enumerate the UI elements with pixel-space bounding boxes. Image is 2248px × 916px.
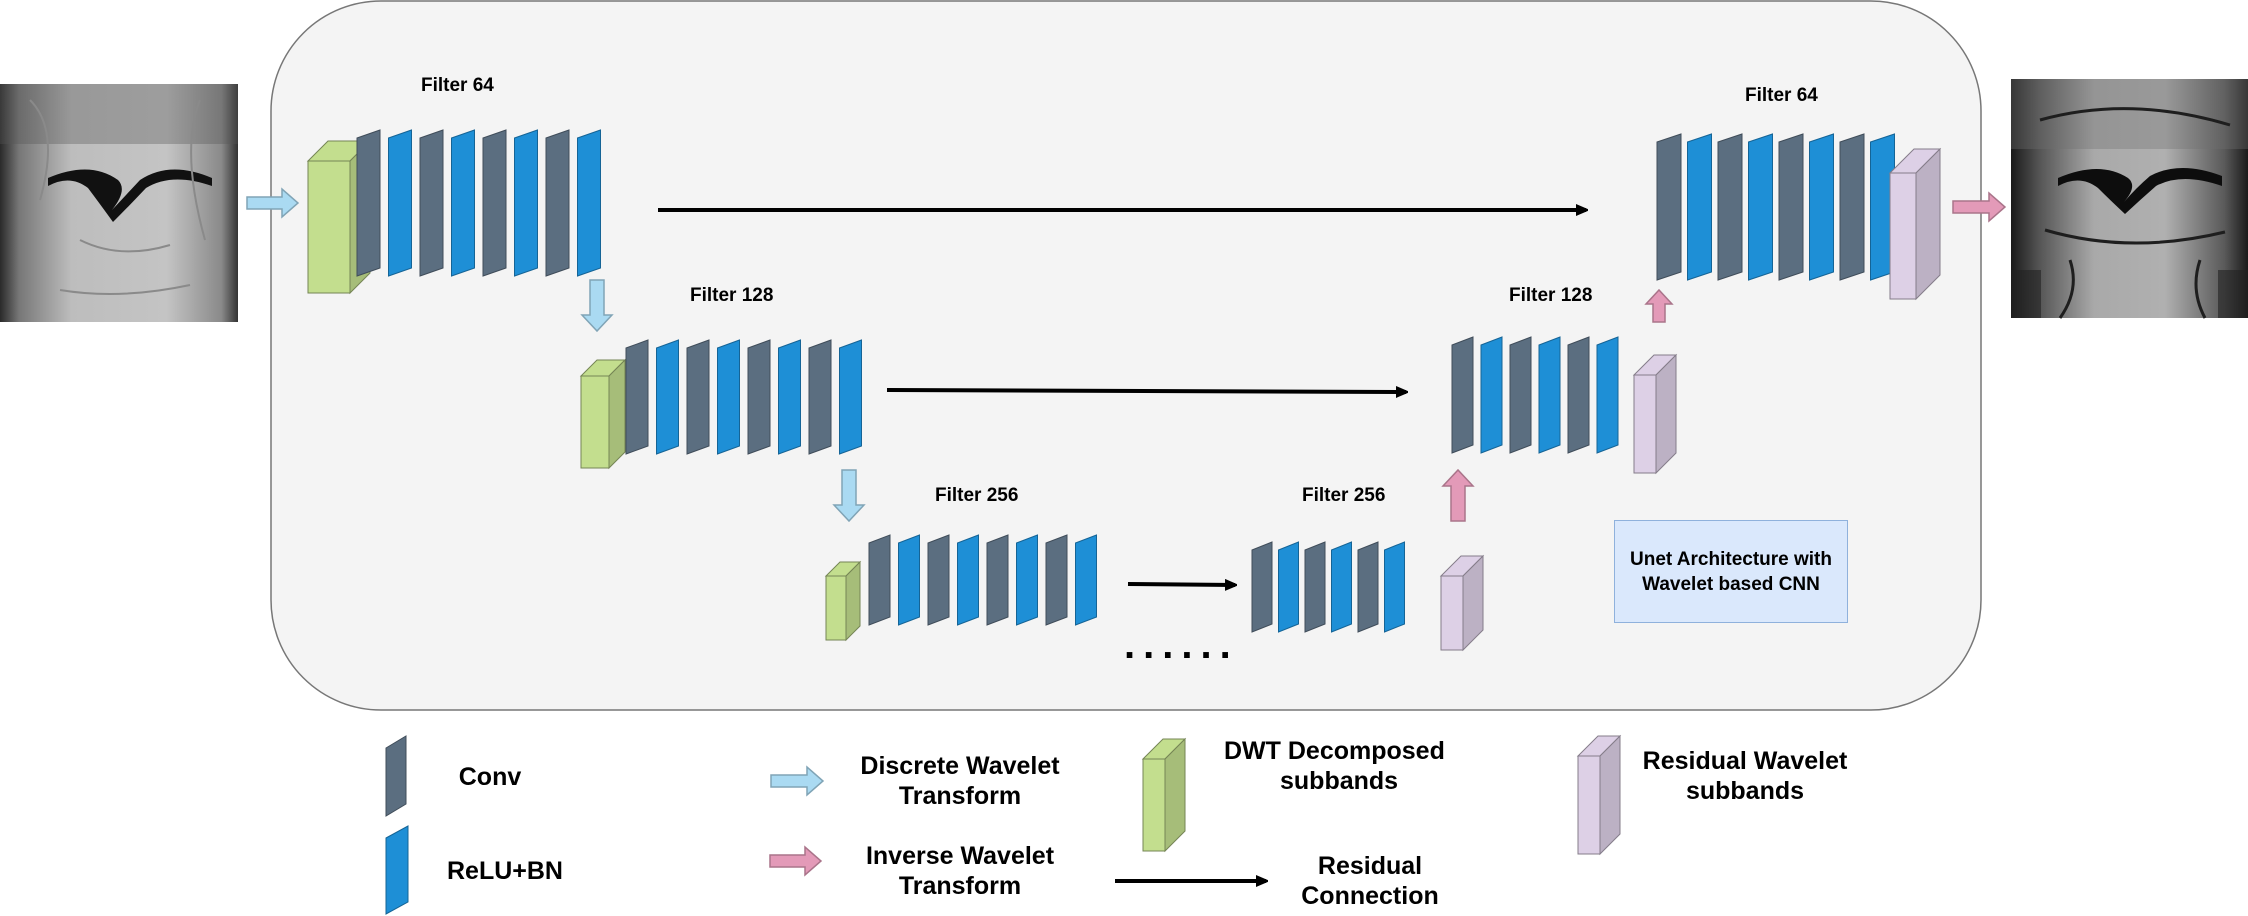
layer-wavelet-arrows bbox=[246, 187, 2007, 877]
enc1-relu-bn-layer-2 bbox=[388, 129, 412, 277]
ellipsis-dots: ...... bbox=[1124, 623, 1239, 667]
dec2-conv-layer-5 bbox=[1567, 336, 1590, 454]
dec1-conv-layer-5 bbox=[1778, 133, 1804, 281]
legend-dwt-subband-icon bbox=[1141, 737, 1187, 853]
legend-dwt-subbands-label: DWT Decomposed subbands bbox=[1190, 736, 1470, 796]
legend-residual-subbands-line1: Residual Wavelet bbox=[1642, 747, 1848, 775]
dwt-down-arrow-level2 bbox=[832, 469, 866, 523]
enc1-conv-layer-3 bbox=[419, 129, 444, 277]
enc2-conv-layer-3 bbox=[686, 339, 710, 455]
enc3-relu-bn-layer-6 bbox=[1016, 534, 1038, 626]
enc3-conv-layer-1 bbox=[868, 534, 891, 626]
legend-dwt-line2: Transform bbox=[898, 782, 1022, 810]
dec1-conv-layer-7 bbox=[1839, 133, 1865, 281]
input-mri-image bbox=[0, 84, 238, 322]
dec3-residual-subband-block bbox=[1439, 554, 1485, 652]
legend-residual-subband-icon bbox=[1576, 734, 1622, 856]
residual-connection-arrow-level3 bbox=[1127, 584, 1235, 585]
network-container bbox=[270, 0, 1982, 711]
legend-dwt-label: Discrete Wavelet Transform bbox=[840, 751, 1080, 811]
dec1-relu-bn-layer-4 bbox=[1748, 133, 1773, 281]
dec3-relu-bn-layer-2 bbox=[1278, 541, 1299, 633]
enc3-conv-layer-3 bbox=[927, 534, 950, 626]
encoder-level1-filter-label: Filter 64 bbox=[421, 75, 494, 96]
dec3-relu-bn-layer-6 bbox=[1384, 541, 1405, 633]
output-mri-image bbox=[2011, 79, 2248, 319]
legend-conv-label: Conv bbox=[458, 763, 522, 791]
dec3-conv-layer-3 bbox=[1304, 541, 1326, 633]
enc2-conv-layer-5 bbox=[747, 339, 771, 455]
residual-connections bbox=[658, 210, 1586, 585]
legend-conv-icon bbox=[385, 735, 407, 817]
enc3-relu-bn-layer-8 bbox=[1075, 534, 1097, 626]
legend-residual-subbands-line2: subbands bbox=[1685, 777, 1805, 805]
enc2-relu-bn-layer-8 bbox=[839, 339, 862, 455]
enc2-relu-bn-layer-6 bbox=[778, 339, 801, 455]
enc1-relu-bn-layer-6 bbox=[514, 129, 538, 277]
enc2-relu-bn-layer-4 bbox=[717, 339, 740, 455]
legend-dwt-subbands-line1: DWT Decomposed bbox=[1224, 737, 1445, 765]
dec1-conv-layer-3 bbox=[1717, 133, 1743, 281]
decoder-level3-filter-label: Filter 256 bbox=[1302, 485, 1386, 506]
architecture-note-line1: Unet Architecture with bbox=[1630, 548, 1832, 570]
legend-dwt-subbands-line2: subbands bbox=[1280, 767, 1399, 795]
enc1-conv-layer-1 bbox=[356, 129, 381, 277]
dec2-residual-subband-block bbox=[1632, 353, 1678, 475]
enc1-conv-layer-5 bbox=[482, 129, 507, 277]
enc2-dwt-subband-block bbox=[579, 358, 627, 470]
layer-blocks bbox=[306, 129, 1942, 915]
iwt-output-arrow bbox=[1952, 191, 2007, 223]
dec3-conv-layer-5 bbox=[1357, 541, 1379, 633]
enc2-conv-layer-1 bbox=[625, 339, 649, 455]
legend-dwt-line1: Discrete Wavelet bbox=[860, 752, 1060, 780]
iwt-up-arrow-level2 bbox=[1644, 288, 1674, 323]
legend-relu-bn-label: ReLU+BN bbox=[447, 857, 563, 885]
legend-dwt-arrow-icon bbox=[770, 765, 825, 797]
enc3-conv-layer-7 bbox=[1045, 534, 1068, 626]
dec2-relu-bn-layer-2 bbox=[1480, 336, 1503, 454]
legend-iwt-line1: Inverse Wavelet bbox=[865, 842, 1055, 870]
dec2-relu-bn-layer-4 bbox=[1538, 336, 1561, 454]
enc3-dwt-subband-block bbox=[824, 560, 862, 642]
encoder-level3-filter-label: Filter 256 bbox=[935, 485, 1019, 506]
legend-relu-bn-icon bbox=[385, 825, 409, 915]
legend-residual-connection-line1: Residual bbox=[1317, 852, 1423, 880]
decoder-level1-filter-label: Filter 64 bbox=[1745, 85, 1818, 106]
enc2-conv-layer-7 bbox=[808, 339, 832, 455]
dec3-conv-layer-1 bbox=[1251, 541, 1273, 633]
legend-residual-subbands-label: Residual Wavelet subbands bbox=[1625, 746, 1865, 806]
enc1-conv-layer-7 bbox=[545, 129, 570, 277]
enc2-relu-bn-layer-2 bbox=[656, 339, 679, 455]
dec2-conv-layer-3 bbox=[1509, 336, 1532, 454]
legend-residual-connection-label: Residual Connection bbox=[1270, 851, 1470, 911]
enc1-relu-bn-layer-8 bbox=[577, 129, 601, 277]
enc3-relu-bn-layer-4 bbox=[957, 534, 979, 626]
legend-iwt-line2: Transform bbox=[898, 872, 1022, 900]
dec3-relu-bn-layer-4 bbox=[1331, 541, 1352, 633]
dec1-residual-subband-block bbox=[1888, 147, 1942, 301]
residual-connection-arrow-level2 bbox=[886, 390, 1406, 392]
dec2-relu-bn-layer-6 bbox=[1596, 336, 1619, 454]
dwt-down-arrow-level1 bbox=[580, 279, 614, 333]
legend-iwt-label: Inverse Wavelet Transform bbox=[840, 841, 1080, 901]
decoder-level2-filter-label: Filter 128 bbox=[1509, 285, 1593, 306]
iwt-up-arrow-level3 bbox=[1441, 468, 1475, 522]
dec2-conv-layer-1 bbox=[1451, 336, 1474, 454]
encoder-level2-filter-label: Filter 128 bbox=[690, 285, 774, 306]
legend-iwt-arrow-icon bbox=[769, 845, 823, 877]
legend-residual-connection-line2: Connection bbox=[1301, 882, 1439, 910]
enc3-relu-bn-layer-2 bbox=[898, 534, 920, 626]
dec1-relu-bn-layer-2 bbox=[1687, 133, 1712, 281]
enc3-conv-layer-5 bbox=[986, 534, 1009, 626]
architecture-note-box: Unet Architecture with Wavelet based CNN bbox=[1614, 520, 1848, 623]
architecture-note-line2: Wavelet based CNN bbox=[1642, 573, 1820, 595]
dec1-relu-bn-layer-6 bbox=[1809, 133, 1834, 281]
enc1-relu-bn-layer-4 bbox=[451, 129, 475, 277]
dwt-input-arrow bbox=[246, 187, 300, 219]
dec1-conv-layer-1 bbox=[1656, 133, 1682, 281]
